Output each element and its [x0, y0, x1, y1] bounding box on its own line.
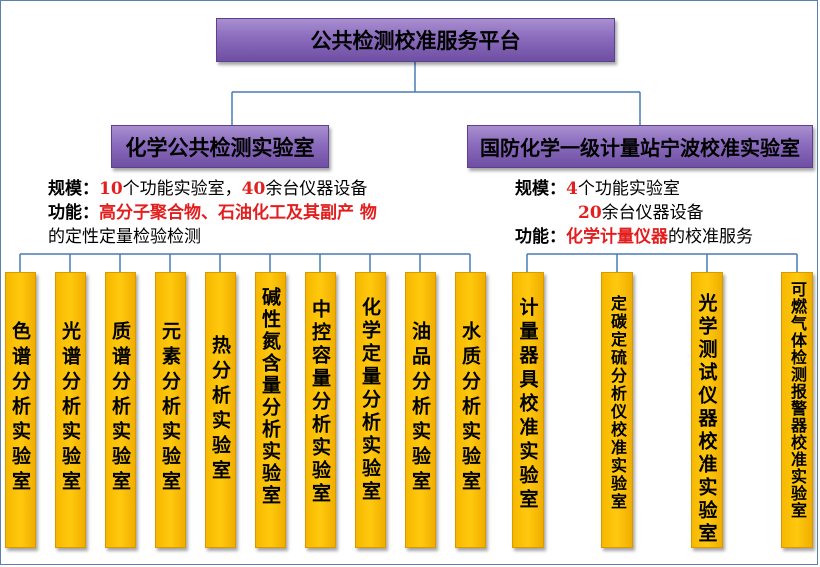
right-room-label: 可燃气体检测报警器校准实验室: [788, 281, 807, 519]
left-func-label: 功能：: [48, 203, 99, 223]
right-room-box: 光学测试仪器校准实验室: [691, 272, 723, 548]
root-node: 公共检测校准服务平台: [216, 18, 615, 62]
left-lab-node: 化学公共检测实验室: [111, 125, 329, 168]
left-room-label: 化学定量分析实验室: [359, 297, 381, 504]
right-lab-node: 国防化学一级计量站宁波校准实验室: [467, 125, 813, 168]
left-scale-num2: 40: [241, 179, 266, 199]
right-func-text: 的校准服务: [668, 227, 753, 247]
left-func-line: 功能：高分子聚合物、石油化工及其副产 物: [48, 201, 377, 225]
left-room-box: 元素分析实验室: [155, 272, 186, 548]
left-scale-line: 规模：10个功能实验室，40余台仪器设备: [48, 177, 367, 201]
left-room-box: 油品分析实验室: [405, 272, 436, 548]
right-scale-text1: 个功能实验室: [577, 179, 680, 199]
left-room-label: 热分析实验室: [209, 335, 231, 485]
left-room-label: 光谱分析实验室: [59, 321, 81, 496]
root-title: 公共检测校准服务平台: [310, 28, 521, 53]
left-room-box: 色谱分析实验室: [5, 272, 36, 548]
left-scale-num1: 10: [99, 179, 123, 199]
right-scale-line: 规模：4个功能实验室: [515, 177, 680, 201]
right-scale-text2: 余台仪器设备: [601, 203, 704, 223]
right-room-box: 可燃气体检测报警器校准实验室: [781, 272, 813, 548]
left-func-line2: 的定性定量检验检测: [48, 225, 201, 249]
left-room-box: 质谱分析实验室: [105, 272, 136, 548]
left-room-box: 水质分析实验室: [455, 272, 486, 548]
left-room-label: 油品分析实验室: [409, 321, 431, 496]
right-scale-label: 规模：: [515, 179, 566, 199]
right-room-box: 定碳定硫分析仪校准实验室: [601, 272, 633, 548]
right-scale-line2: 20余台仪器设备: [578, 201, 704, 225]
right-scale-num2: 20: [578, 203, 602, 223]
left-room-label: 元素分析实验室: [159, 321, 181, 496]
left-room-box: 光谱分析实验室: [55, 272, 86, 548]
right-scale-num1: 4: [566, 179, 578, 199]
right-func-label: 功能：: [515, 227, 566, 247]
left-scale-text2: 余台仪器设备: [265, 179, 368, 199]
left-room-label: 质谱分析实验室: [109, 321, 131, 496]
left-room-box: 中控容量分析实验室: [305, 272, 336, 548]
right-room-label: 光学测试仪器校准实验室: [695, 293, 718, 546]
left-room-label: 色谱分析实验室: [9, 321, 31, 496]
left-room-label: 中控容量分析实验室: [309, 299, 331, 506]
right-func-highlight: 化学计量仪器: [566, 227, 668, 247]
right-room-label: 定碳定硫分析仪校准实验室: [608, 295, 627, 511]
left-room-box: 碱性氮含量分析实验室: [255, 272, 286, 548]
right-func-line: 功能：化学计量仪器的校准服务: [515, 225, 753, 249]
left-room-box: 热分析实验室: [205, 272, 236, 548]
right-lab-title: 国防化学一级计量站宁波校准实验室: [480, 136, 800, 160]
left-room-label: 碱性氮含量分析实验室: [259, 287, 281, 507]
right-room-label: 计量器具校准实验室: [516, 297, 539, 513]
left-func-text: 的定性定量检验检测: [48, 227, 201, 247]
left-func-highlight: 高分子聚合物、石油化工及其副产 物: [99, 203, 377, 223]
left-room-box: 化学定量分析实验室: [355, 272, 386, 548]
left-scale-label: 规模：: [48, 179, 99, 199]
left-scale-text1: 个功能实验室，: [122, 179, 242, 199]
right-room-box: 计量器具校准实验室: [512, 272, 544, 548]
left-room-label: 水质分析实验室: [459, 321, 481, 496]
left-lab-title: 化学公共检测实验室: [125, 134, 315, 160]
